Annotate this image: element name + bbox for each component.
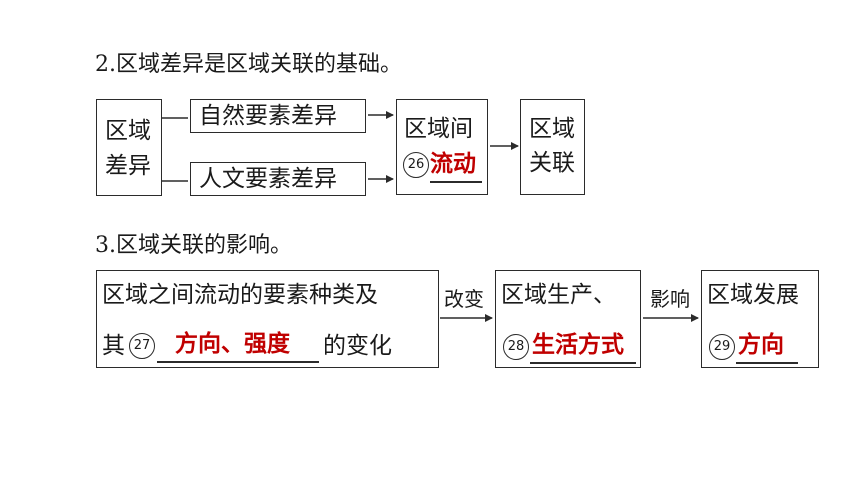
elements-prefix: 其 (102, 333, 125, 359)
arrow-label-change: 改变 (444, 287, 484, 311)
link-line1: 区域 (529, 116, 575, 142)
production-line1: 区域生产、 (501, 282, 616, 308)
regional-difference-box: 区域 差异 (96, 99, 162, 196)
answer-26-underline (430, 181, 482, 183)
answer-27-underline (157, 361, 319, 363)
diff-line2: 差异 (105, 153, 151, 179)
blank-number-28: 28 (503, 334, 529, 360)
natural-factor-label: 自然要素差异 (199, 103, 337, 129)
blank-number-27: 27 (129, 333, 155, 359)
answer-28-underline (530, 362, 636, 364)
diff-line1: 区域 (105, 118, 151, 144)
elements-line1: 区域之间流动的要素种类及 (102, 282, 378, 308)
link-line2: 关联 (529, 150, 575, 176)
development-line1: 区域发展 (707, 282, 799, 308)
answer-29-underline (736, 362, 798, 364)
human-factor-label: 人文要素差异 (199, 166, 337, 192)
blank-number-29: 29 (709, 334, 735, 360)
section2-heading: 2.区域差异是区域关联的基础。 (95, 52, 402, 77)
between-label: 区域间 (404, 116, 473, 142)
blank-number-26: 26 (403, 152, 429, 178)
natural-factor-box: 自然要素差异 (190, 99, 366, 133)
inter-regional-flow-box: 区域间 26 流动 (396, 99, 488, 195)
regional-development-box: 区域发展 29 方向 (701, 270, 819, 368)
arrow-label-influence: 影响 (650, 287, 690, 311)
human-factor-box: 人文要素差异 (190, 162, 366, 196)
answer-26: 流动 (430, 151, 476, 177)
regional-linkage-box: 区域 关联 (520, 99, 585, 195)
production-life-box: 区域生产、 28 生活方式 (495, 270, 641, 368)
elements-suffix: 的变化 (323, 333, 392, 359)
answer-27: 方向、强度 (175, 331, 290, 357)
flow-elements-box: 区域之间流动的要素种类及 其 27 方向、强度 的变化 (96, 270, 439, 368)
section3-heading: 3.区域关联的影响。 (95, 233, 292, 258)
answer-28: 生活方式 (532, 332, 624, 358)
answer-29: 方向 (738, 332, 784, 358)
